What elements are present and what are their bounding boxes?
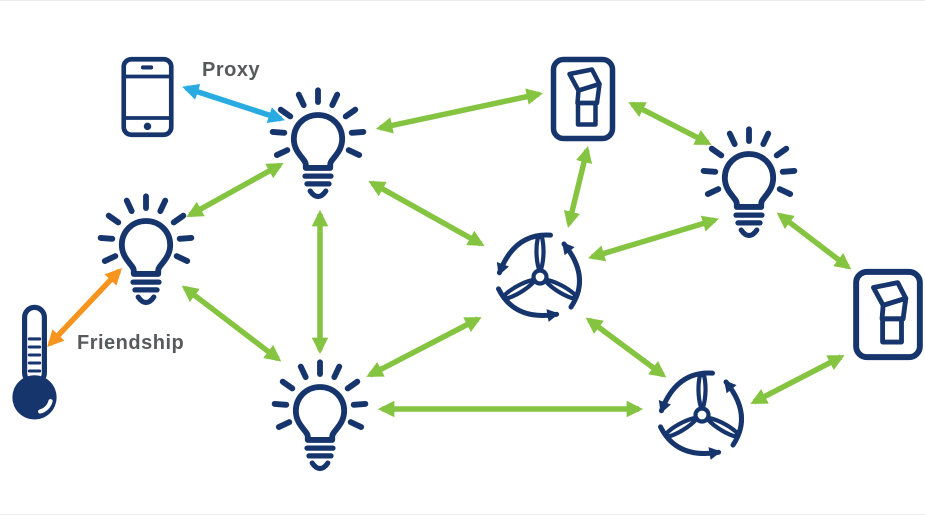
mesh-link-switch-top--bulb-right	[628, 101, 712, 146]
light-switch-icon-right	[856, 272, 920, 357]
mesh-link-bulb-left--bulb-top	[186, 162, 284, 218]
light-bulb-icon-right	[704, 129, 795, 235]
mesh-link-fan-center--fan-bottom	[585, 317, 667, 378]
fan-icon-center	[490, 228, 580, 329]
mesh-link-fan-center--bulb-right	[588, 215, 719, 262]
friendship-link	[47, 268, 122, 347]
proxy-link	[182, 83, 285, 124]
mesh-links	[47, 83, 852, 418]
smartphone-icon	[124, 59, 172, 134]
light-bulb-icon-left	[101, 196, 192, 302]
mesh-link-bulb-left--bulb-bottom	[181, 285, 282, 362]
mesh-link-bulb-top--switch-top	[375, 88, 544, 134]
mesh-link-switch-top--fan-center	[563, 145, 593, 229]
mesh-link-fan-center--bulb-bottom	[366, 316, 482, 378]
mesh-link-fan-bottom--switch-right	[750, 354, 845, 405]
fan-icon-bottom-right	[652, 366, 742, 467]
friendship-label: Friendship	[77, 332, 185, 354]
proxy-label: Proxy	[202, 59, 261, 81]
light-switch-icon-top	[554, 60, 613, 139]
light-bulb-icon-top	[273, 90, 364, 196]
thermometer-icon	[12, 307, 56, 419]
mesh-link-bulb-right--switch-right	[776, 212, 852, 270]
light-bulb-icon-bottom	[275, 362, 366, 468]
mesh-link-bulb-top--fan-center	[368, 180, 485, 247]
